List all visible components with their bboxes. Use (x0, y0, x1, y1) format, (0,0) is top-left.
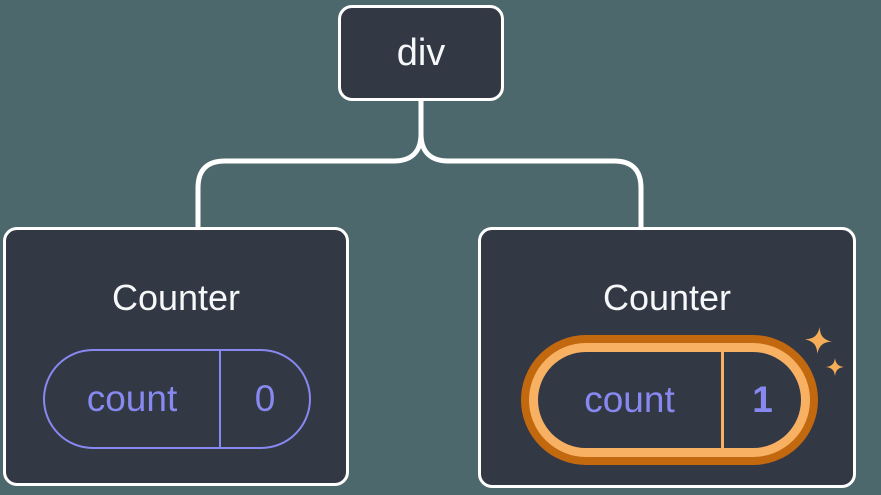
connector-right-branch (418, 131, 644, 231)
counter-title: Counter (111, 277, 241, 318)
root-node-label: div (396, 31, 446, 74)
counter-card-right: Counter count 1 (478, 227, 856, 488)
sparkle-icon (805, 327, 832, 354)
counter-card-left: Counter count 0 (3, 227, 349, 486)
root-node-div: div (338, 5, 504, 101)
connector-left-branch (195, 131, 424, 231)
state-pill: count 1 (538, 352, 801, 448)
state-key-label: count (584, 379, 675, 420)
state-value: 0 (219, 351, 309, 447)
state-pill: count 0 (43, 349, 311, 449)
counter-title: Counter (602, 277, 732, 318)
state-key-label: count (86, 378, 178, 419)
sparkle-icon (826, 358, 844, 376)
state-value: 1 (721, 352, 801, 448)
state-pill-highlight-ring: count 1 (521, 335, 818, 465)
